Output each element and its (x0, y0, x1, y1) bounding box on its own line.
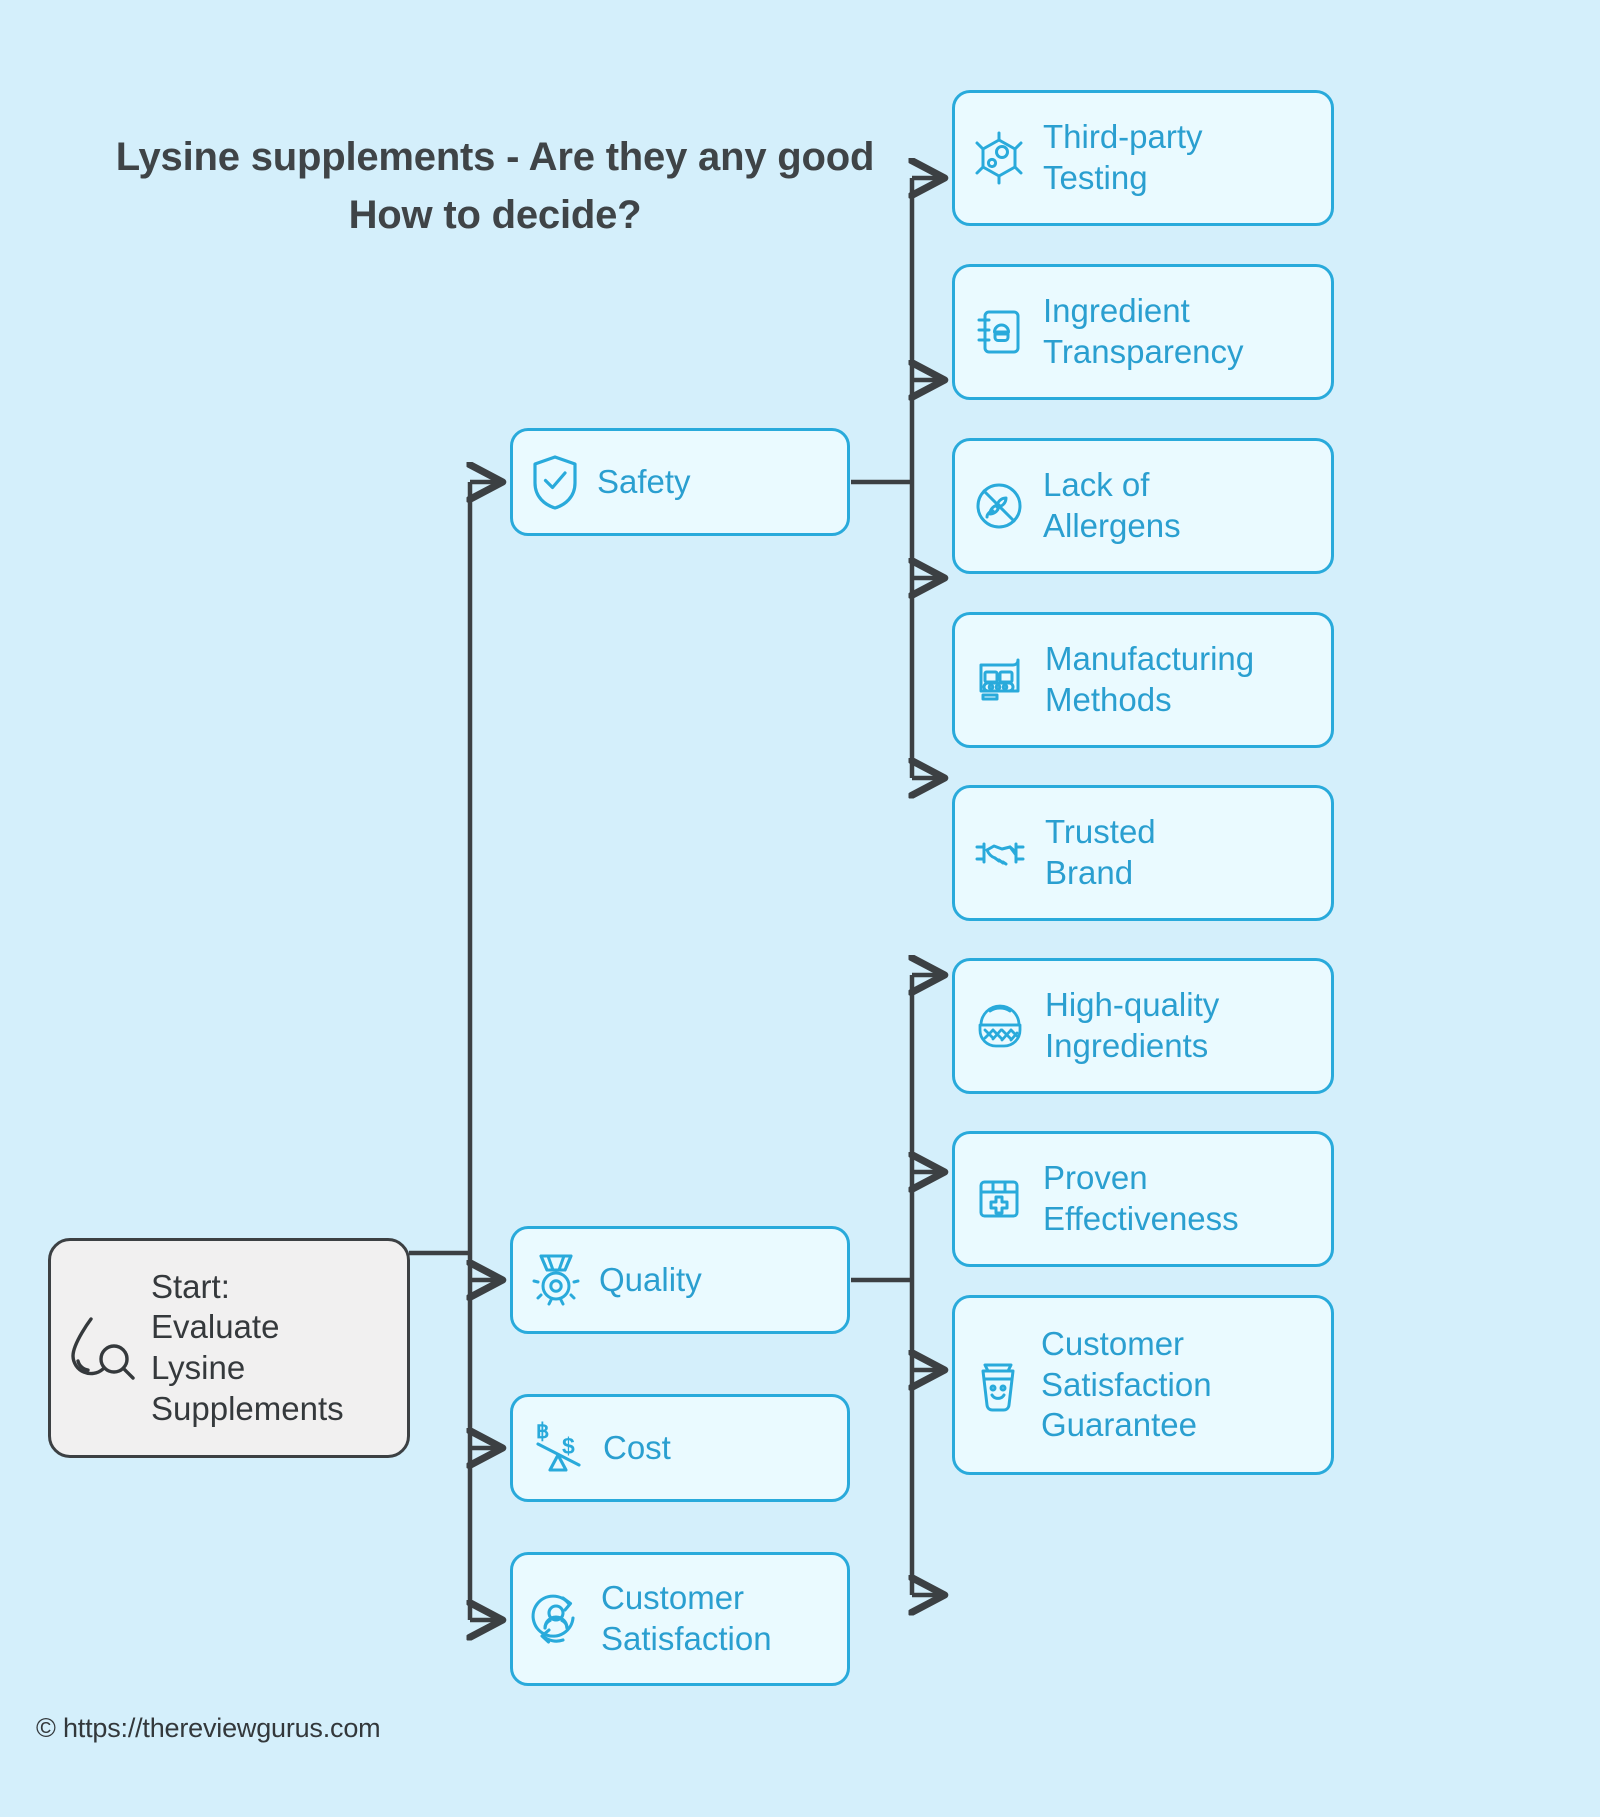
node-quality[interactable]: Quality (510, 1226, 850, 1334)
node-manufacturing-methods[interactable]: Manufacturing Methods (952, 612, 1334, 748)
node-safety-label: Safety (597, 462, 691, 500)
svg-text:฿: ฿ (536, 1420, 549, 1443)
node-customer-satisfaction-guarantee-label: Customer Satisfaction Guarantee (1041, 1325, 1212, 1444)
svg-text:$: $ (562, 1433, 575, 1459)
node-manufacturing-methods-label: Manufacturing Methods (1045, 640, 1255, 718)
node-cost-label: Cost (603, 1428, 671, 1466)
node-ingredient-transparency-label: Ingredient Transparency (1043, 292, 1244, 370)
node-proven-effectiveness[interactable]: Proven Effectiveness (952, 1131, 1334, 1267)
node-third-party-testing-label: Third-party Testing (1043, 118, 1203, 196)
page-title: Lysine supplements - Are they any good H… (115, 135, 875, 237)
node-safety[interactable]: Safety (510, 428, 850, 536)
currency-balance-icon: ฿ $ (529, 1418, 587, 1478)
medal-icon (529, 1250, 583, 1310)
molecule-icon (971, 129, 1027, 187)
node-lack-of-allergens[interactable]: Lack of Allergens (952, 438, 1334, 574)
node-high-quality-ingredients[interactable]: High-quality Ingredients (952, 958, 1334, 1094)
shield-check-icon (529, 452, 581, 512)
no-gluten-icon (971, 477, 1027, 535)
node-third-party-testing[interactable]: Third-party Testing (952, 90, 1334, 226)
node-lack-of-allergens-label: Lack of Allergens (1043, 466, 1181, 544)
node-cost[interactable]: ฿ $ Cost (510, 1394, 850, 1502)
droplet-search-icon (65, 1309, 137, 1387)
node-trusted-brand[interactable]: Trusted Brand (952, 785, 1334, 921)
conveyor-belt-icon (971, 651, 1029, 709)
basket-icon (971, 999, 1029, 1053)
node-quality-label: Quality (599, 1260, 702, 1298)
node-proven-effectiveness-label: Proven Effectiveness (1043, 1159, 1239, 1237)
medical-kit-icon (971, 1171, 1027, 1227)
footer-attribution: © https://thereviewgurus.com (36, 1713, 381, 1743)
node-ingredient-transparency[interactable]: Ingredient Transparency (952, 264, 1334, 400)
node-high-quality-ingredients-label: High-quality Ingredients (1045, 986, 1220, 1064)
smiling-bucket-icon (971, 1355, 1025, 1415)
node-start[interactable]: Start: Evaluate Lysine Supplements (48, 1238, 410, 1458)
handshake-icon (971, 828, 1029, 878)
node-trusted-brand-label: Trusted Brand (1045, 813, 1156, 891)
recipe-notebook-icon (971, 303, 1027, 361)
node-customer-satisfaction-guarantee[interactable]: Customer Satisfaction Guarantee (952, 1295, 1334, 1475)
node-customer-satisfaction[interactable]: Customer Satisfaction (510, 1552, 850, 1686)
node-customer-satisfaction-label: Customer Satisfaction (601, 1579, 772, 1657)
node-start-label: Start: Evaluate Lysine Supplements (151, 1267, 344, 1427)
customer-cycle-icon (529, 1590, 585, 1648)
